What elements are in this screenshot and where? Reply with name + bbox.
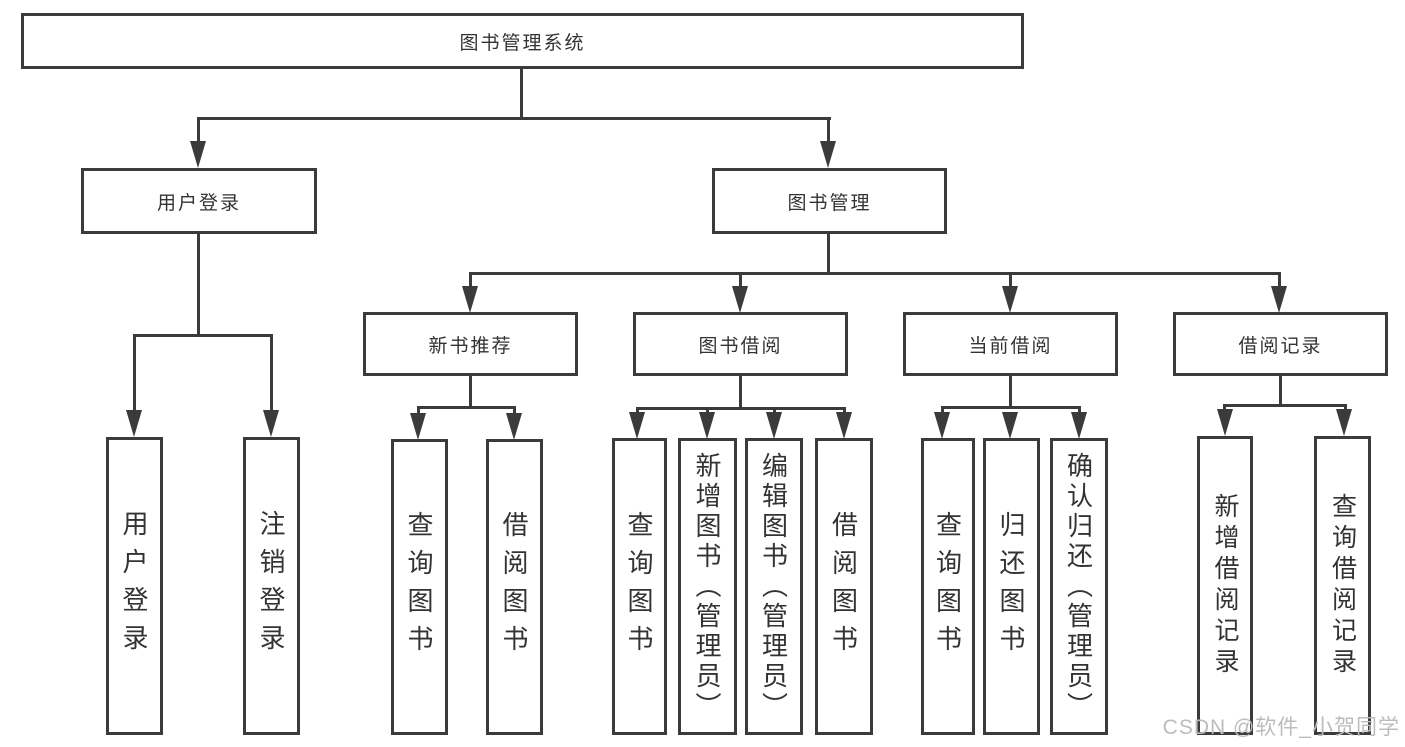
node-book-borrow: 图书借阅 (633, 312, 848, 376)
arrow-down-icon (190, 141, 206, 168)
connector-records-branch (1223, 404, 1347, 407)
connector-userlogin-stem (197, 234, 200, 337)
arrow-down-icon (934, 412, 950, 439)
arrow-down-icon (462, 286, 478, 313)
connector-bookmgmt-branch (469, 272, 1281, 275)
arrow-down-icon (1071, 412, 1087, 439)
leaf-cb-confirm-return: 确认归还（管理员） (1050, 438, 1108, 735)
leaf-bb-borrow-books-label: 借阅图书 (828, 510, 859, 663)
arrow-down-icon (126, 410, 142, 437)
leaf-nb-borrow-books: 借阅图书 (486, 439, 543, 735)
arrow-down-icon (1217, 409, 1233, 436)
connector-userlogin-branch (133, 334, 273, 337)
connector-stub (197, 117, 200, 145)
leaf-cb-return-books-label: 归还图书 (996, 510, 1026, 663)
leaf-bb-add-books-label: 新增图书（管理员） (692, 451, 722, 722)
node-new-book-recommend-label: 新书推荐 (428, 335, 513, 357)
watermark: CSDN @软件_小贺同学 (1162, 716, 1400, 739)
arrow-down-icon (410, 413, 426, 440)
connector-root-stem (520, 68, 523, 118)
connector-stub (1078, 406, 1081, 415)
leaf-br-query-record: 查询借阅记录 (1314, 436, 1371, 735)
connector-stub (513, 406, 516, 416)
connector-stub (1344, 404, 1347, 413)
connector-stub (827, 117, 830, 145)
connector-newbooks-stem (469, 376, 472, 409)
leaf-br-add-record: 新增借阅记录 (1197, 436, 1253, 735)
node-book-management-label: 图书管理 (787, 192, 872, 214)
connector-stub (1223, 404, 1226, 413)
leaf-br-add-record-label: 新增借阅记录 (1211, 492, 1239, 679)
arrow-down-icon (766, 412, 782, 439)
arrow-down-icon (506, 413, 522, 440)
connector-stub (270, 334, 273, 414)
leaf-bb-borrow-books: 借阅图书 (815, 438, 873, 735)
connector-currentborrow-branch (941, 406, 1081, 409)
arrow-down-icon (629, 412, 645, 439)
connector-bookborrow-stem (739, 376, 742, 410)
connector-stub (706, 407, 709, 416)
leaf-bb-edit-books: 编辑图书（管理员） (745, 438, 803, 735)
leaf-bb-query-books-label: 查询图书 (624, 510, 654, 663)
arrow-down-icon (1271, 286, 1287, 313)
leaf-nb-query-books-label: 查询图书 (404, 511, 434, 663)
connector-stub (1278, 272, 1281, 290)
connector-stub (133, 334, 136, 414)
leaf-nb-query-books: 查询图书 (391, 439, 448, 735)
leaf-br-query-record-label: 查询借阅记录 (1328, 492, 1357, 679)
node-book-management: 图书管理 (712, 168, 947, 234)
leaf-bb-add-books: 新增图书（管理员） (678, 438, 737, 735)
connector-bookmgmt-stem (827, 234, 830, 275)
arrow-down-icon (1336, 409, 1352, 436)
connector-stub (417, 406, 420, 416)
leaf-nb-borrow-books-label: 借阅图书 (499, 511, 529, 663)
leaf-cb-return-books: 归还图书 (983, 438, 1040, 735)
connector-newbooks-branch (417, 406, 516, 409)
connector-records-stem (1279, 376, 1282, 407)
leaf-logout: 注销登录 (243, 437, 300, 735)
arrow-down-icon (699, 412, 715, 439)
node-root-label: 图书管理系统 (459, 32, 586, 54)
node-current-borrow-label: 当前借阅 (968, 335, 1053, 357)
leaf-cb-query-books: 查询图书 (921, 438, 975, 735)
leaf-bb-edit-books-label: 编辑图书（管理员） (758, 451, 789, 722)
leaf-bb-query-books: 查询图书 (612, 438, 667, 735)
node-user-login: 用户登录 (81, 168, 317, 234)
leaf-cb-query-books-label: 查询图书 (932, 510, 963, 663)
connector-stub (469, 272, 472, 290)
leaf-cb-confirm-return-label: 确认归还（管理员） (1063, 451, 1094, 722)
arrow-down-icon (820, 141, 836, 168)
node-borrow-records-label: 借阅记录 (1238, 335, 1323, 357)
arrow-down-icon (1002, 286, 1018, 313)
connector-stub (843, 407, 846, 416)
node-current-borrow: 当前借阅 (903, 312, 1118, 376)
node-new-book-recommend: 新书推荐 (363, 312, 578, 376)
arrow-down-icon (836, 412, 852, 439)
connector-stub (773, 407, 776, 416)
connector-stub (636, 407, 639, 416)
connector-stub (941, 406, 944, 415)
connector-root-branch (197, 117, 831, 120)
arrow-down-icon (732, 286, 748, 313)
node-borrow-records: 借阅记录 (1173, 312, 1388, 376)
arrow-down-icon (1002, 412, 1018, 439)
connector-stub (739, 272, 742, 290)
leaf-user-login: 用户登录 (106, 437, 163, 735)
leaf-logout-label: 注销登录 (256, 510, 286, 662)
connector-currentborrow-stem (1009, 376, 1012, 409)
connector-stub (1009, 272, 1012, 290)
arrow-down-icon (263, 410, 279, 437)
node-book-borrow-label: 图书借阅 (698, 335, 783, 357)
node-user-login-label: 用户登录 (156, 192, 241, 214)
node-root: 图书管理系统 (21, 13, 1024, 69)
leaf-user-login-label: 用户登录 (119, 510, 149, 662)
connector-bookborrow-branch (636, 407, 846, 410)
